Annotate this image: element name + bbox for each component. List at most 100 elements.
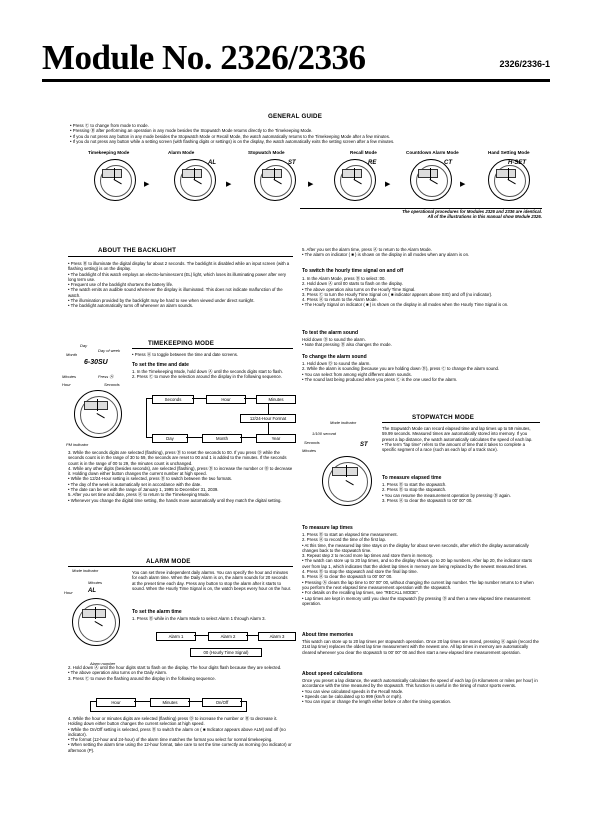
mode-tag: CT — [444, 160, 452, 166]
guide-bullet: • Pressing Ⓑ after performing an operati… — [70, 128, 313, 134]
sequence-year: Year — [256, 434, 296, 443]
mode-label: Countdown Alarm Mode — [406, 150, 459, 155]
sequence-seconds: Seconds — [152, 395, 194, 404]
connector — [146, 437, 152, 438]
connector — [90, 701, 91, 712]
mode-label: Alarm Mode — [168, 150, 195, 155]
watch-icon — [174, 159, 216, 201]
stopwatch-heading: STOPWATCH MODE — [412, 414, 475, 421]
arrow-right-icon: ▶ — [308, 181, 314, 188]
connector — [134, 701, 150, 702]
lap-heading: To measure lap times — [302, 525, 353, 531]
label-mode-indicator: Mode indicator — [72, 568, 99, 573]
mode-label: Stopwatch Mode — [248, 150, 285, 155]
watch-icon — [322, 456, 372, 506]
alarm-seq-onoff: On/Off — [202, 698, 242, 707]
note-line: The operational procedures for Modules 2… — [402, 209, 542, 214]
alarm-step5: 5. After you set the alarm time, press Ⓐ… — [302, 247, 470, 258]
change-heading: To change the alarm sound — [302, 354, 367, 360]
sequence-minutes: Minutes — [256, 395, 296, 404]
connector — [246, 635, 258, 636]
connector — [90, 701, 96, 702]
alarm-cycle-2: Alarm 2 — [208, 632, 248, 641]
label-day-of-week: Day of week — [98, 348, 121, 353]
alarm-cycle-1: Alarm 1 — [156, 632, 196, 641]
timekeeping-after: 3. While the seconds digits are selected… — [68, 450, 293, 503]
mode-tag: RE — [368, 160, 377, 166]
elapsed-heading: To measure elapsed time — [382, 475, 442, 481]
label-press: Press Ⓐ — [98, 374, 114, 379]
arrow-right-icon: ▶ — [144, 181, 150, 188]
lap-steps: 1. Press Ⓓ to start an elapsed time meas… — [302, 532, 534, 606]
hourly-steps: 1. In the Alarm Mode, press Ⓓ to select … — [302, 276, 509, 308]
connector — [90, 711, 246, 712]
label-month: Month — [66, 352, 78, 357]
alarm-heading: ALARM MODE — [146, 558, 191, 565]
speed-text: Once you preset a lap distance, the watc… — [302, 678, 538, 705]
connector — [244, 398, 256, 399]
mode-label: Timekeeping Mode — [88, 150, 130, 155]
general-guide-heading: GENERAL GUIDE — [268, 113, 323, 120]
set-time-steps: 1. In the Timekeeping Mode, hold down Ⓐ … — [132, 369, 283, 380]
alarm-intro: You can set three independent daily alar… — [132, 570, 292, 591]
set-alarm-step1: 1. Press Ⓓ while in the Alarm Mode to se… — [132, 616, 266, 621]
mode-tag: ST — [288, 160, 296, 166]
watch-icon — [94, 159, 136, 201]
alarm-cycle-hourly: 00 (Hourly Time Signal) — [190, 648, 262, 657]
general-guide-bullets: • Press Ⓒ to change from mode to mode. •… — [70, 123, 540, 144]
identical-note: The operational procedures for Modules 2… — [300, 208, 542, 223]
arrow-right-icon: ▶ — [460, 181, 466, 188]
connector — [192, 398, 206, 399]
alarm-steps2: 2. Hold down Ⓐ until the hour digits sta… — [68, 665, 282, 681]
alarm-cycle-3: Alarm 3 — [258, 632, 296, 641]
timekeeping-intro: • Press Ⓐ to toggle between the time and… — [132, 352, 239, 357]
connector — [246, 701, 247, 712]
connector — [268, 403, 269, 414]
change-steps: 1. Hold down Ⓓ to sound the alarm. 2. Wh… — [302, 361, 500, 382]
sequence-day: Day — [152, 434, 188, 443]
mode-cycle-diagram: Timekeeping Mode Alarm Mode Stopwatch Mo… — [88, 150, 538, 220]
connector — [186, 437, 202, 438]
connector — [194, 635, 208, 636]
section-rule — [68, 566, 293, 567]
label-seconds: Seconds — [304, 440, 320, 445]
sequence-hour: Hour — [206, 395, 246, 404]
watch-icon — [254, 159, 296, 201]
arrow-right-icon: ▶ — [385, 181, 391, 188]
label-minutes: Minutes — [302, 448, 317, 453]
alarm-tag: AL — [88, 588, 96, 594]
alarm-seq-minutes: Minutes — [150, 698, 190, 707]
label-day: Day — [80, 343, 88, 348]
backlight-heading: ABOUT THE BACKLIGHT — [98, 247, 177, 254]
guide-bullet: • If you do not press any button while a… — [70, 138, 395, 144]
label-hour: Hour — [64, 590, 73, 595]
sequence-month: Month — [202, 434, 242, 443]
guide-bullet: • If you do not press any button in any … — [70, 133, 391, 139]
test-steps: Hold down Ⓓ to sound the alarm. • Note t… — [302, 337, 392, 348]
connector — [188, 701, 202, 702]
hourly-heading: To switch the hourly time signal on and … — [302, 268, 404, 274]
label-pm-indicator: PM indicator — [66, 442, 89, 447]
mode-label: Hand Setting Mode — [488, 150, 530, 155]
section-rule — [68, 256, 293, 257]
test-heading: To test the alarm sound — [302, 330, 359, 336]
watch-icon — [488, 159, 530, 201]
note-line: All of the illustrations in this manual … — [427, 214, 542, 219]
arrow-right-icon: ▶ — [226, 181, 232, 188]
watch-icon — [72, 598, 120, 646]
header-rule — [42, 79, 550, 82]
module-code: 2326/2336-1 — [499, 59, 550, 69]
page-title: Module No. 2326/2336 — [42, 38, 366, 77]
stopwatch-intro: The Stopwatch Mode can record elapsed ti… — [382, 426, 533, 453]
connector — [240, 437, 256, 438]
connector — [240, 701, 246, 702]
label-minutes: Minutes — [62, 374, 77, 379]
timekeeping-heading: TIMEKEEPING MODE — [148, 340, 215, 347]
set-time-heading: To set the time and date — [132, 362, 189, 368]
label-minutes: Minutes — [88, 580, 103, 585]
memory-text: This watch can store up to 20 lap times … — [302, 639, 539, 655]
backlight-bullets: • Press Ⓑ to illuminate the digital disp… — [68, 261, 290, 309]
section-rule — [382, 422, 540, 423]
stopwatch-tag: ST — [360, 442, 368, 448]
elapsed-steps: 1. Press Ⓓ to start the stopwatch. 2. Pr… — [382, 482, 511, 503]
